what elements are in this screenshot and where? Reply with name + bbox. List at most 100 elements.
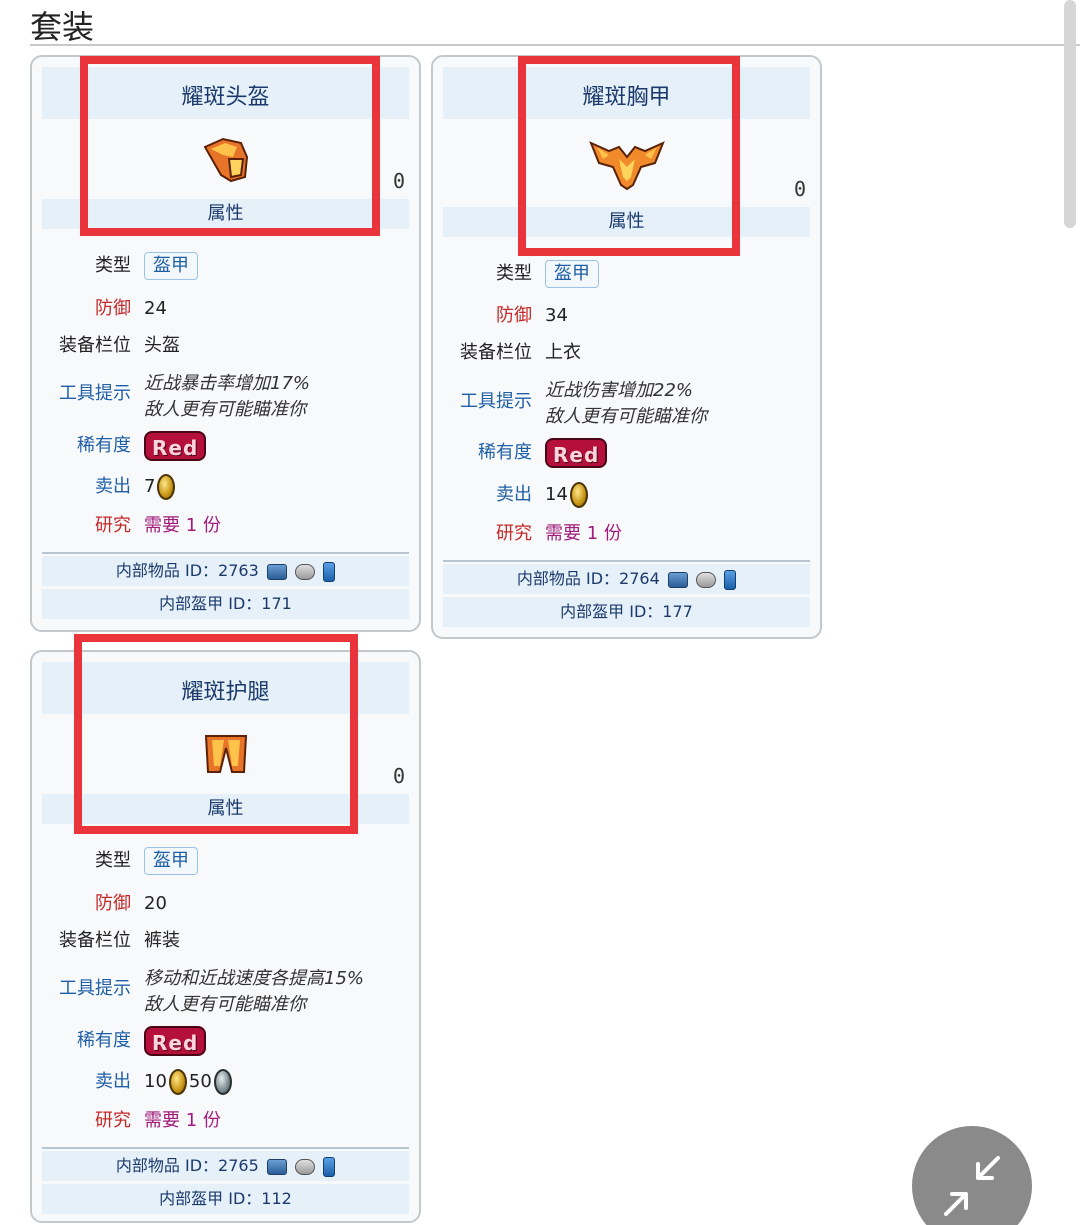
rarity-row: 稀有度 Red	[32, 431, 419, 461]
page-scrollbar[interactable]	[1064, 0, 1076, 228]
item-name: 耀斑护腿	[181, 680, 270, 705]
item-card-leggings: 耀斑护腿 0 属性 类型 盔甲 防御 20 装备栏位 裤装 工具提示 移动和近战…	[30, 650, 421, 1223]
type-tag-link[interactable]: 盔甲	[144, 252, 198, 280]
footer-divider	[443, 560, 810, 562]
sell-gold: 14	[545, 484, 568, 505]
mobile-icon	[323, 1156, 336, 1177]
section-title: 套装	[30, 8, 95, 46]
sell-value: 14	[545, 480, 590, 510]
rarity-row: 稀有度 Red	[32, 1026, 419, 1056]
research-label[interactable]: 研究	[95, 515, 131, 536]
gold-coin-icon	[168, 1069, 187, 1095]
slot-label: 装备栏位	[59, 930, 131, 951]
rarity-badge: Red	[545, 438, 608, 468]
tooltip-line-2: 敌人更有可能瞄准你	[144, 399, 306, 420]
defense-label[interactable]: 防御	[95, 298, 131, 319]
research-label[interactable]: 研究	[496, 523, 532, 544]
mobile-icon	[323, 561, 336, 582]
tooltip-label[interactable]: 工具提示	[59, 383, 131, 404]
armor-id-bar: 内部盔甲 ID：171	[42, 589, 409, 619]
type-value: 盔甲	[545, 259, 599, 289]
leggings-icon	[204, 734, 248, 778]
defense-value: 20	[144, 893, 167, 914]
sell-label[interactable]: 卖出	[95, 476, 131, 497]
sell-label[interactable]: 卖出	[496, 484, 532, 505]
sell-silver: 50	[188, 1071, 212, 1092]
gamepad-icon	[695, 571, 716, 588]
research-row: 研究 需要 1 份	[433, 519, 820, 549]
armor-id-bar: 内部盔甲 ID：177	[443, 597, 810, 627]
attributes-header: 属性	[42, 199, 409, 229]
desktop-icon	[266, 1158, 287, 1175]
footer-divider	[42, 552, 409, 554]
card-header	[42, 662, 409, 714]
type-label: 类型	[496, 263, 532, 284]
tooltip-row: 工具提示	[32, 379, 419, 409]
item-name: 耀斑头盔	[181, 85, 270, 110]
item-card-breastplate: 耀斑胸甲 0 属性 类型 盔甲 防御 34 装备栏位 上衣 工具提示 近战伤害增…	[431, 55, 822, 639]
gold-coin-icon	[157, 474, 176, 500]
sell-label[interactable]: 卖出	[95, 1071, 131, 1092]
defense-label[interactable]: 防御	[95, 893, 131, 914]
card-header	[42, 67, 409, 119]
tooltip-label[interactable]: 工具提示	[460, 391, 532, 412]
side-mark: 0	[392, 169, 405, 193]
slot-label: 装备栏位	[59, 335, 131, 356]
sell-gold: 7	[144, 476, 156, 497]
type-row: 类型 盔甲	[32, 251, 419, 281]
sell-row: 卖出 7	[32, 472, 419, 502]
type-tag-link[interactable]: 盔甲	[144, 847, 198, 875]
type-tag-link[interactable]: 盔甲	[545, 260, 599, 288]
defense-row: 防御 34	[433, 301, 820, 331]
rarity-badge: Red	[144, 431, 207, 461]
armor-id-bar: 内部盔甲 ID：112	[42, 1184, 409, 1214]
rarity-value: Red	[144, 1026, 207, 1060]
rarity-row: 稀有度 Red	[433, 438, 820, 468]
research-row: 研究 需要 1 份	[32, 1106, 419, 1136]
type-label: 类型	[95, 850, 131, 871]
research-label[interactable]: 研究	[95, 1110, 131, 1131]
rarity-label[interactable]: 稀有度	[77, 1030, 131, 1051]
defense-value: 34	[545, 305, 568, 326]
tooltip-line-2: 敌人更有可能瞄准你	[144, 994, 306, 1015]
rarity-value: Red	[545, 438, 608, 472]
item-id-bar: 内部物品 ID：2765	[42, 1151, 409, 1181]
gamepad-icon	[294, 563, 315, 580]
defense-value: 24	[144, 298, 167, 319]
tooltip-label[interactable]: 工具提示	[59, 978, 131, 999]
silver-coin-icon	[213, 1069, 232, 1095]
desktop-icon	[266, 563, 287, 580]
rarity-label[interactable]: 稀有度	[77, 435, 131, 456]
rarity-badge: Red	[144, 1026, 207, 1056]
attributes-header: 属性	[443, 207, 810, 237]
breastplate-icon	[588, 137, 665, 195]
tooltip-line-1: 近战伤害增加22%	[545, 380, 694, 401]
item-id-bar: 内部物品 ID：2763	[42, 556, 409, 586]
collapse-fab-button[interactable]	[912, 1126, 1032, 1225]
gold-coin-icon	[569, 482, 588, 508]
defense-row: 防御 24	[32, 294, 419, 324]
sell-row: 卖出 14	[433, 480, 820, 510]
slot-row: 装备栏位 头盔	[32, 331, 419, 361]
research-value: 需要 1 份	[144, 515, 221, 536]
type-row: 类型 盔甲	[32, 846, 419, 876]
rarity-value: Red	[144, 431, 207, 465]
item-id: 内部物品 ID：2764	[516, 569, 660, 588]
tooltip-line-1: 近战暴击率增加17%	[144, 373, 311, 394]
type-value: 盔甲	[144, 846, 198, 876]
slot-value: 上衣	[545, 342, 581, 363]
item-id: 内部物品 ID：2765	[115, 1156, 259, 1175]
rarity-label[interactable]: 稀有度	[478, 442, 532, 463]
mobile-icon	[724, 569, 737, 590]
item-id-bar: 内部物品 ID：2764	[443, 564, 810, 594]
tooltip-line-2: 敌人更有可能瞄准你	[545, 406, 707, 427]
slot-value: 裤装	[144, 930, 180, 951]
slot-row: 装备栏位 上衣	[433, 338, 820, 368]
tooltip-row: 工具提示	[433, 387, 820, 417]
attributes-header: 属性	[42, 794, 409, 824]
side-mark: 0	[793, 177, 806, 201]
desktop-icon	[667, 571, 688, 588]
defense-label[interactable]: 防御	[496, 305, 532, 326]
slot-row: 装备栏位 裤装	[32, 926, 419, 956]
